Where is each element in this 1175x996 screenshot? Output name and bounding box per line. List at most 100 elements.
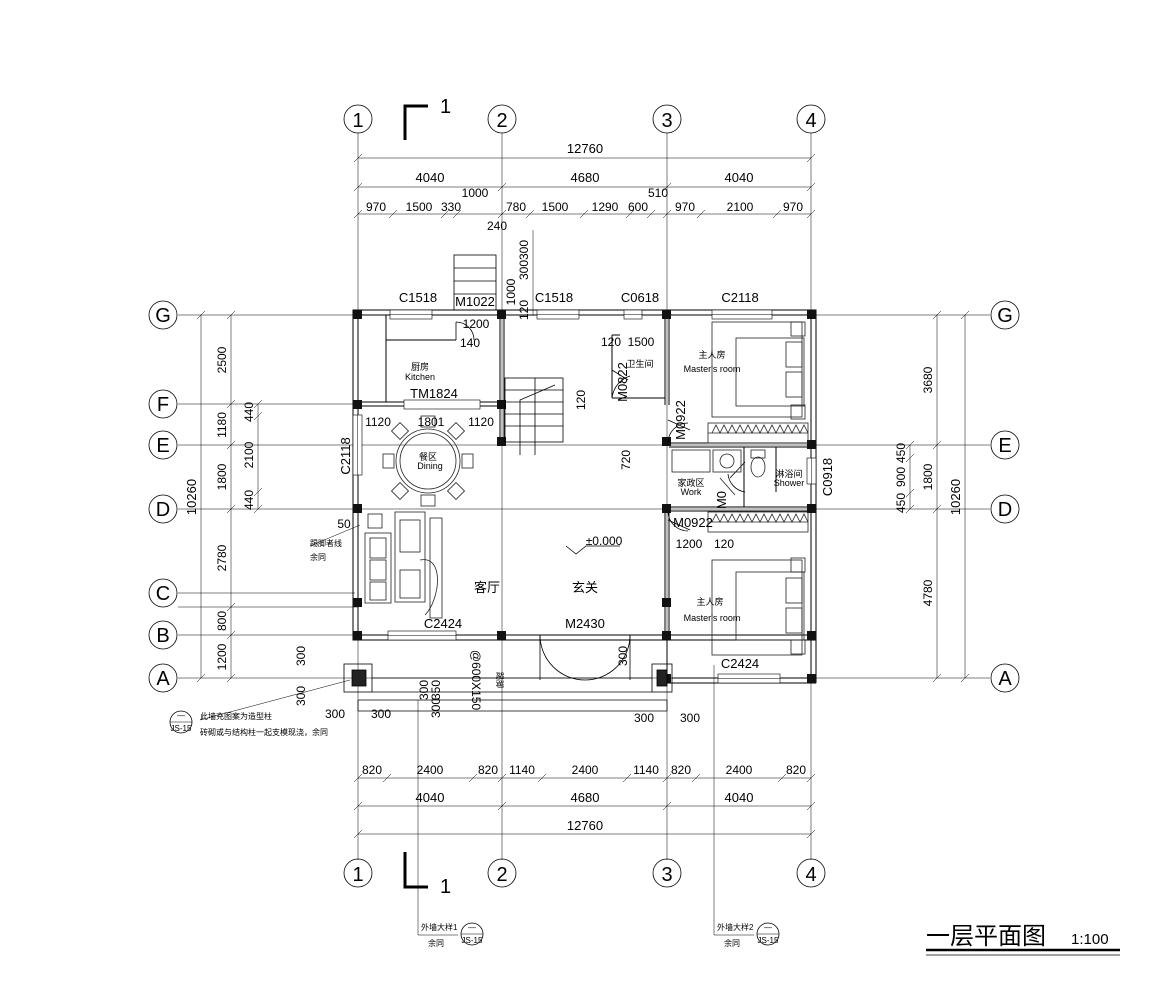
axis-bubble-4-bottom: 4 — [796, 858, 826, 888]
dim-left-bay: 2500 — [215, 346, 229, 373]
room-work-cn: 家政区 — [677, 477, 704, 488]
drawing-title: 一层平面图 — [926, 923, 1046, 950]
room-master-upper-cn: 主人房 — [698, 349, 725, 360]
living-sofa — [364, 511, 443, 619]
dim-p350: 350 — [429, 680, 443, 700]
code-m0-c: M0 — [714, 491, 729, 509]
code-tm1824: TM1824 — [410, 386, 458, 401]
dim-left-total: 10260 — [184, 479, 199, 515]
dim-top-detail: 780 — [506, 200, 526, 214]
axis-label: 4 — [805, 110, 816, 132]
note-column-line-1: 此墙充图案为造型柱 — [200, 711, 272, 721]
dim-left-bay: 1200 — [215, 643, 229, 670]
dim-top-total: 12760 — [567, 141, 603, 156]
section-mark-bottom: 1 — [403, 852, 451, 898]
dim-bottom-detail: 2400 — [417, 763, 444, 777]
axis-bubble-1-bottom: 1 — [343, 858, 373, 888]
dim-s120: 120 — [574, 390, 588, 410]
axis-label: B — [156, 625, 169, 647]
dim-d1801: 1801 — [418, 415, 445, 429]
room-dining-en: Dining — [417, 461, 443, 471]
axis-bubbles-left: G F E D C B A — [148, 300, 178, 693]
dim-top-detail: 1000 — [462, 186, 489, 200]
dim-k1200: 1200 — [463, 317, 490, 331]
dim-k140: 140 — [460, 336, 480, 350]
code-c2424-a: C2424 — [424, 616, 462, 631]
doors — [455, 321, 746, 681]
code-m0822: M0822 — [615, 362, 630, 402]
detail-2-bubble-top: — — [764, 923, 772, 932]
note-detail-2: — JS-15 外墙大样2 余同 — [713, 665, 780, 948]
axis-label: E — [156, 435, 169, 457]
dim-bottom-detail: 820 — [786, 763, 806, 777]
level-value: ±0.000 — [586, 534, 623, 548]
opening-codes: C1518 M1022 C1518 C0618 C2118 TM1824 M08… — [338, 290, 835, 671]
bed-lower — [711, 557, 806, 656]
dim-top-detail: 240 — [487, 219, 507, 233]
room-shower-en: Shower — [774, 478, 805, 488]
axis-label: 4 — [805, 864, 816, 886]
dim-right-inner: 900 — [894, 467, 908, 487]
axis-label: 3 — [661, 864, 672, 886]
dim-top-detail: 1500 — [542, 200, 569, 214]
porch — [343, 663, 673, 712]
dim-p300c: 300 — [634, 711, 654, 725]
dim-right-bay: 3680 — [921, 366, 935, 393]
dim-bottom-detail: 820 — [478, 763, 498, 777]
section-mark-top: 1 — [403, 96, 451, 140]
dim-top-detail: 970 — [783, 200, 803, 214]
code-c1518-a: C1518 — [399, 290, 437, 305]
axis-label: 2 — [496, 110, 507, 132]
dim-stair: 300 — [517, 240, 531, 260]
axis-bubble-3-bottom: 3 — [652, 858, 682, 888]
dim-bottom-detail: 2400 — [572, 763, 599, 777]
note-column-line-2: 砖砌或与结构柱一起支模现浇，余同 — [200, 727, 328, 737]
dim-left-inner: 440 — [242, 490, 256, 510]
dim-bottom-bay: 4680 — [571, 790, 600, 805]
dim-bottom-detail: 2400 — [726, 763, 753, 777]
dim-m120: 120 — [714, 537, 734, 551]
dim-c50: 50 — [337, 517, 351, 531]
code-c2118-left: C2118 — [338, 437, 353, 474]
dim-stair: 1000 — [504, 278, 518, 305]
axis-label: G — [155, 305, 171, 327]
dim-right-bay: 4780 — [921, 579, 935, 606]
note-detail-2-line-2: 余同 — [724, 938, 740, 948]
dim-stair: 300 — [517, 260, 531, 280]
drawing-scale: 1:100 — [1071, 931, 1109, 948]
dims-bottom: 820 2400 820 1140 2400 1140 820 2400 820… — [353, 763, 816, 839]
code-c0618: C0618 — [621, 290, 659, 305]
dims-right: 3680 1800 4780 10260 450 900 450 — [894, 310, 970, 683]
dim-p300f: 300 — [429, 698, 443, 718]
dim-right-inner: 450 — [894, 493, 908, 513]
dim-d1120b: 1120 — [468, 415, 494, 429]
dim-left-bay: 800 — [215, 611, 229, 631]
wardrobe-upper — [707, 422, 809, 444]
dim-t120: 120 — [601, 335, 621, 349]
dim-right-total: 10260 — [948, 479, 963, 515]
detail-1-bubble-top: — — [468, 923, 476, 932]
room-kitchen-en: Kitchen — [405, 372, 435, 382]
drawing-title-block: 一层平面图 1:100 — [926, 923, 1120, 956]
dim-left-porch: 300 — [294, 646, 308, 666]
section-mark-label: 1 — [440, 876, 451, 898]
inner-dims: 1200 140 120 1500 1120 1801 1120 720 120… — [325, 317, 734, 725]
dim-p300e: 300 — [417, 680, 431, 700]
axis-bubble-4-top: 4 — [796, 104, 826, 134]
dim-top-detail: 510 — [648, 186, 668, 200]
stair-entry — [453, 254, 497, 311]
dim-p300b: 300 — [371, 707, 391, 721]
axis-label: D — [156, 499, 170, 521]
room-toilet-cn: 卫生间 — [626, 358, 653, 369]
room-work-en: Work — [681, 487, 702, 497]
note-skirting-line-1: 踢脚者线 — [310, 538, 342, 548]
axis-label: 3 — [661, 110, 672, 132]
axis-bubble-1-top: 1 — [343, 104, 373, 134]
axis-label: F — [157, 394, 169, 416]
code-c2424-b: C2424 — [721, 656, 759, 671]
dims-left: 10260 2500 1180 1800 2780 800 1200 440 2… — [184, 310, 308, 706]
dim-s720: 720 — [619, 450, 633, 470]
room-kitchen-cn: 厨房 — [411, 361, 429, 372]
note-column-bubble-bottom: JS-15 — [171, 724, 192, 733]
